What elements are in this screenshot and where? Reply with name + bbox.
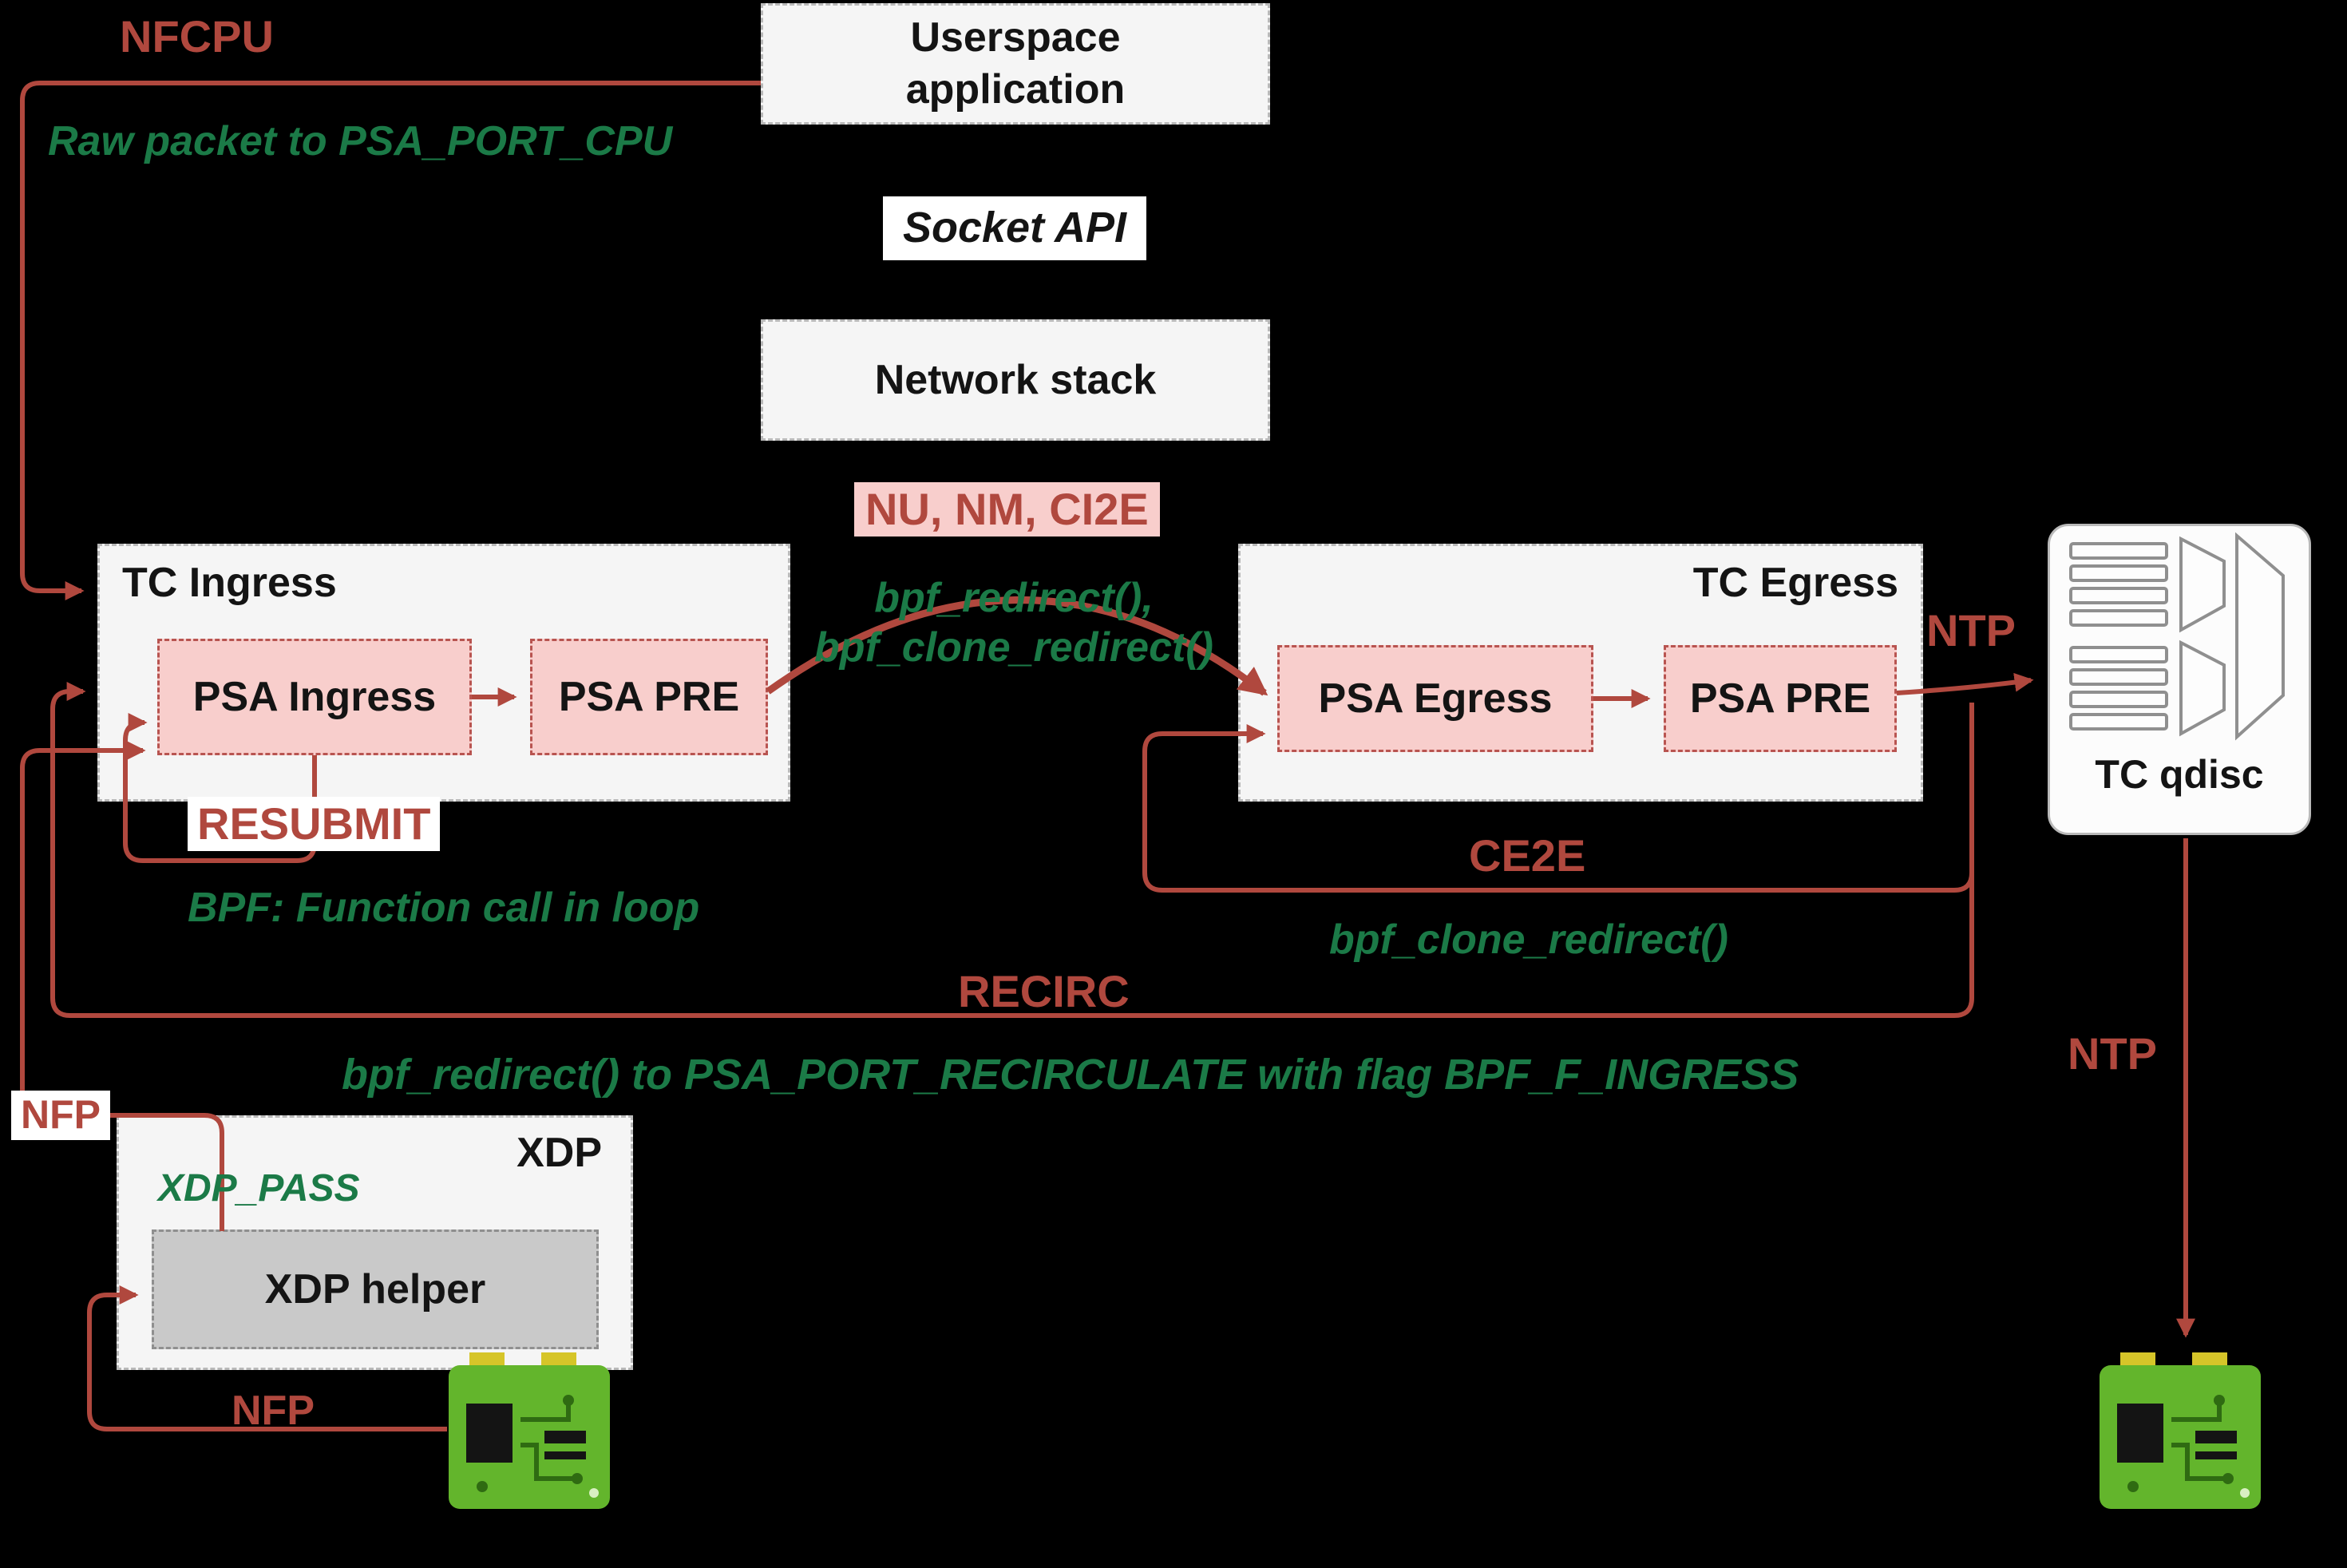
nfp-bottom-label: NFP [232,1388,315,1434]
raw-packet-note: Raw packet to PSA_PORT_CPU [48,118,673,164]
bpf-redirect-note-line2: bpf_clone_redirect() [814,624,1213,671]
ntp-bottom-label: NTP [2068,1028,2157,1079]
tc-qdisc-icon [2069,532,2285,741]
recirc-label: RECIRC [958,966,1130,1016]
tc-ingress-label: TC Ingress [122,560,337,606]
xdp-label: XDP [516,1130,602,1176]
network-stack-box: Network stack [761,319,1270,441]
xdp-pass-note: XDP_PASS [158,1167,360,1210]
nic-icon-right [2100,1352,2261,1509]
tc-egress-label: TC Egress [1692,560,1898,606]
psa-ingress-box: PSA Ingress [157,639,472,755]
userspace-application-box: Userspace application [761,3,1270,125]
bpf-redirect-note-line1: bpf_redirect(), [874,575,1154,621]
recirc-note: bpf_redirect() to PSA_PORT_RECIRCULATE w… [342,1051,1799,1099]
ntp-top-label: NTP [1926,605,2016,655]
psa-pre-egress-box: PSA PRE [1664,645,1897,752]
nu-nm-ci2e-label: NU, NM, CI2E [854,482,1160,537]
bpf-loop-note: BPF: Function call in loop [188,885,700,931]
bpf-redirect-note: bpf_redirect(), bpf_clone_redirect() [758,573,1269,673]
resubmit-label: RESUBMIT [188,797,441,852]
nfp-left-label: NFP [11,1091,110,1140]
tc-qdisc-box: TC qdisc [2048,524,2311,835]
socket-api-label: Socket API [883,196,1146,260]
nfcpu-label: NFCPU [120,11,274,61]
ce2e-label: CE2E [1469,830,1586,881]
psa-egress-box: PSA Egress [1277,645,1593,752]
tc-qdisc-label: TC qdisc [2095,752,2264,797]
nic-icon-left [449,1352,610,1509]
psa-pre-ingress-box: PSA PRE [530,639,768,755]
bpf-clone-note: bpf_clone_redirect() [1329,917,1728,963]
xdp-helper-box: XDP helper [152,1229,599,1349]
